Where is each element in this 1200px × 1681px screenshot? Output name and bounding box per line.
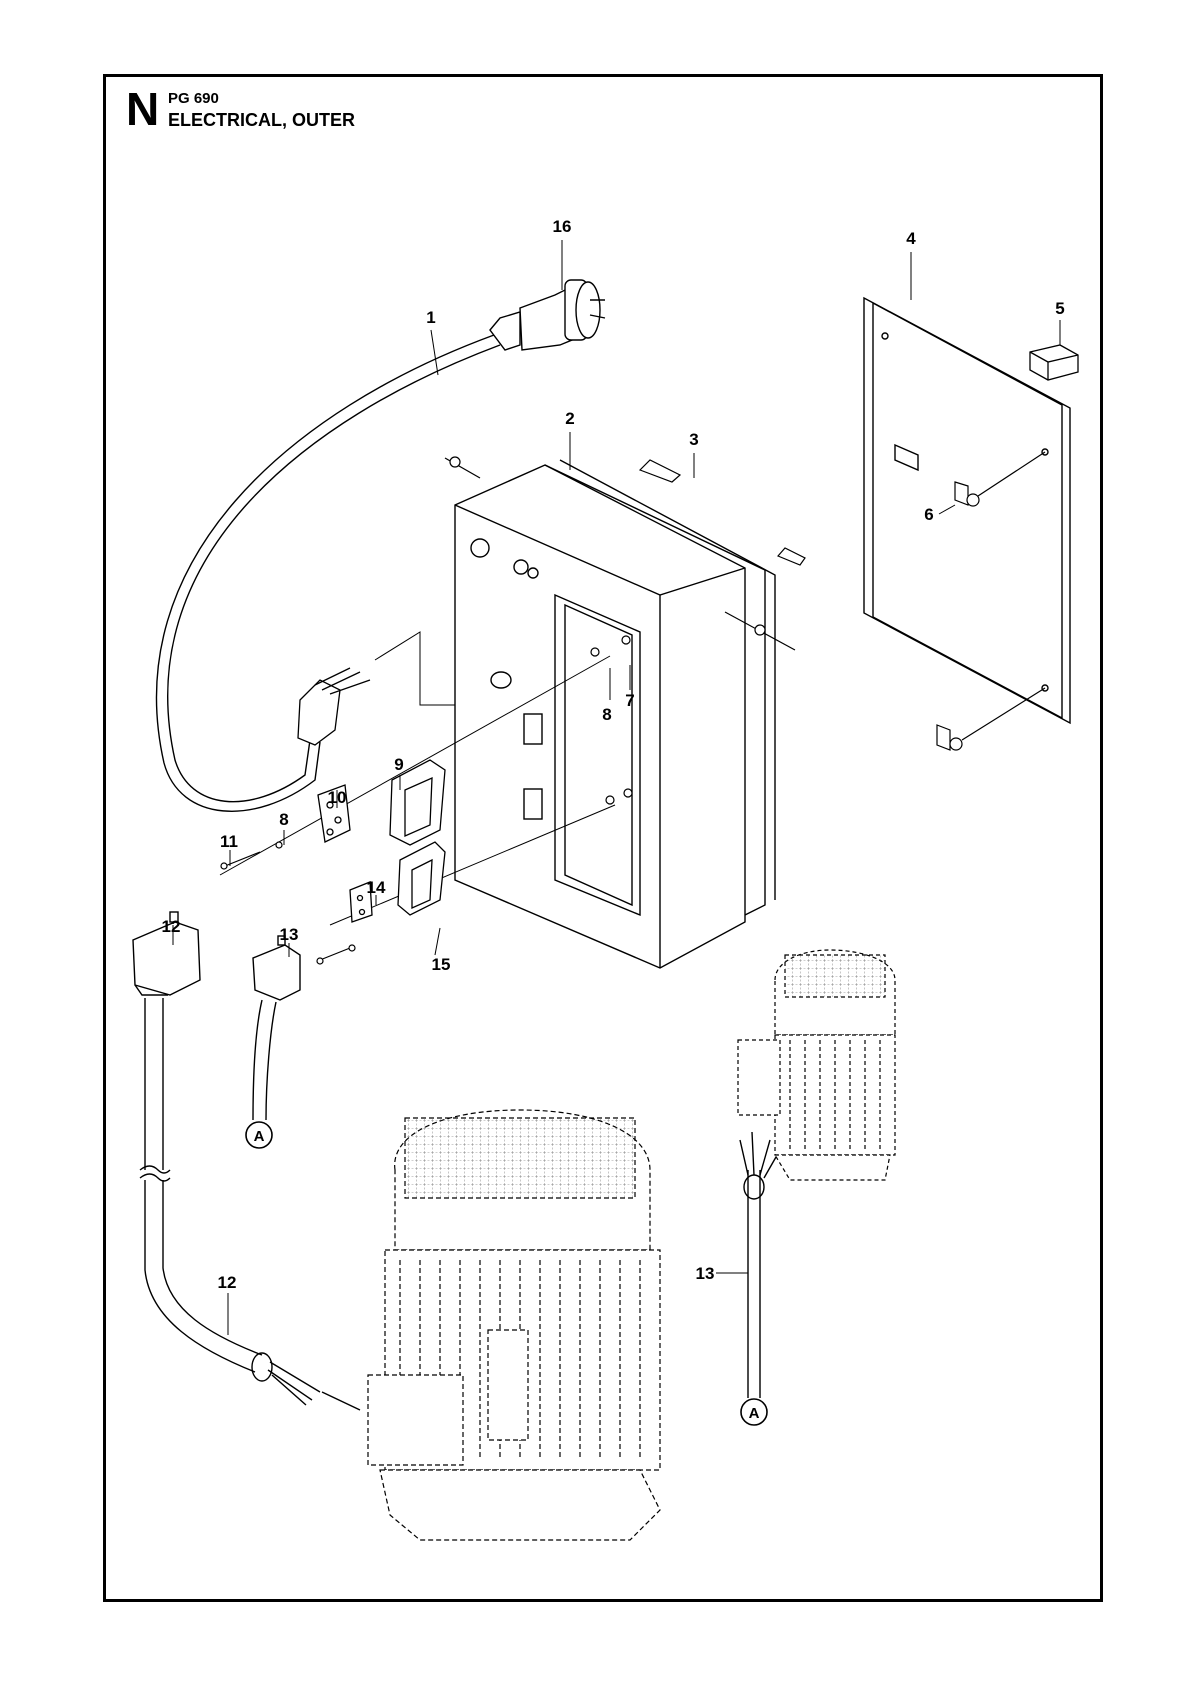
connector-hood-9 <box>389 759 446 846</box>
leader-lines <box>172 240 1061 1335</box>
callout-13-upper: 13 <box>280 925 299 944</box>
model-number: PG 690 <box>168 90 219 107</box>
callout-labels: 16 1 2 3 4 5 6 7 8 8 9 10 11 12 12 13 13… <box>162 217 1065 1292</box>
callout-16: 16 <box>553 217 572 236</box>
section-letter: N <box>126 83 160 135</box>
box-hardware <box>219 456 806 926</box>
drawing-frame <box>103 74 1103 1602</box>
cable-13-lower <box>739 1131 781 1398</box>
screws <box>220 841 356 965</box>
connector-reference-a-upper: A <box>245 1121 273 1149</box>
callout-2: 2 <box>565 409 574 428</box>
elbow-connector <box>297 631 500 746</box>
large-motor <box>367 1109 661 1541</box>
callout-3: 3 <box>689 430 698 449</box>
callout-10: 10 <box>328 788 347 807</box>
enclosure-box <box>454 459 776 969</box>
callout-8-upper: 8 <box>602 705 611 724</box>
connector-reference-a-lower: A <box>740 1398 768 1426</box>
plug-16 <box>489 279 606 351</box>
callout-8-lower: 8 <box>279 810 288 829</box>
door-pocket-5 <box>1029 344 1079 381</box>
callout-7: 7 <box>625 691 634 710</box>
svg-text:A: A <box>749 1405 760 1422</box>
cable-13-upper <box>252 999 277 1121</box>
callout-9: 9 <box>394 755 403 774</box>
callout-5: 5 <box>1055 299 1064 318</box>
cable-12 <box>139 998 361 1411</box>
callout-13-lower: 13 <box>696 1264 715 1283</box>
plug-12 <box>132 911 201 996</box>
callout-1: 1 <box>426 308 435 327</box>
connector-insert-14 <box>349 881 373 923</box>
small-motor <box>737 949 896 1181</box>
power-cable <box>155 334 501 812</box>
connector-hood-15 <box>397 841 446 916</box>
svg-text:A: A <box>254 1128 265 1145</box>
callout-11: 11 <box>220 832 238 851</box>
callout-12-lower: 12 <box>218 1273 237 1292</box>
callout-12-upper: 12 <box>162 917 181 936</box>
callout-6: 6 <box>924 505 933 524</box>
plug-13 <box>252 935 301 1001</box>
section-title: ELECTRICAL, OUTER <box>168 110 355 130</box>
callout-4: 4 <box>906 229 916 248</box>
callout-14: 14 <box>367 878 386 897</box>
cabinet-door <box>863 296 1071 725</box>
callout-15: 15 <box>432 955 451 974</box>
lock-cylinders <box>936 451 1046 751</box>
connector-insert-10 <box>317 784 351 843</box>
